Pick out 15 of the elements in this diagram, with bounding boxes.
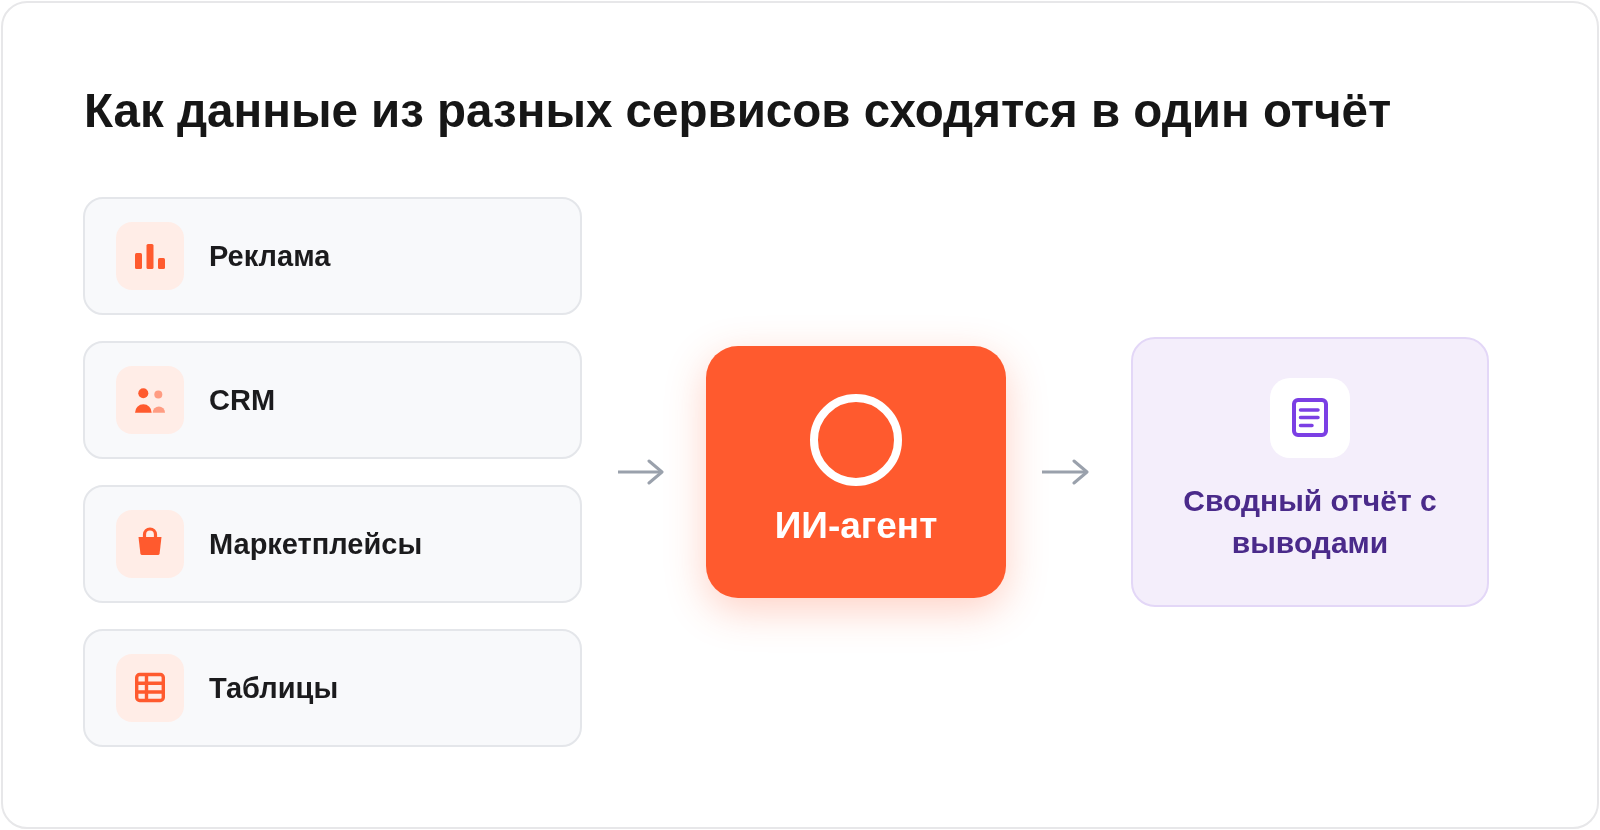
arrow	[618, 459, 664, 485]
report-label: Сводный отчёт с выводами	[1182, 483, 1438, 561]
diagram-title: Как данные из разных сервисов сходятся в один отчёт	[84, 87, 1392, 135]
data-source-card	[83, 197, 582, 315]
data-source-card	[83, 629, 582, 747]
agent-box	[706, 346, 1006, 598]
data-source-card	[83, 485, 582, 603]
agent-label: ИИ-агент	[774, 507, 938, 544]
source-label: Реклама	[209, 241, 331, 271]
data-source-card	[83, 341, 582, 459]
arrow	[1042, 459, 1089, 485]
source-label: Маркетплейсы	[209, 529, 423, 559]
source-label: CRM	[209, 385, 276, 415]
source-label: Таблицы	[209, 673, 339, 703]
report-box	[1131, 337, 1489, 607]
